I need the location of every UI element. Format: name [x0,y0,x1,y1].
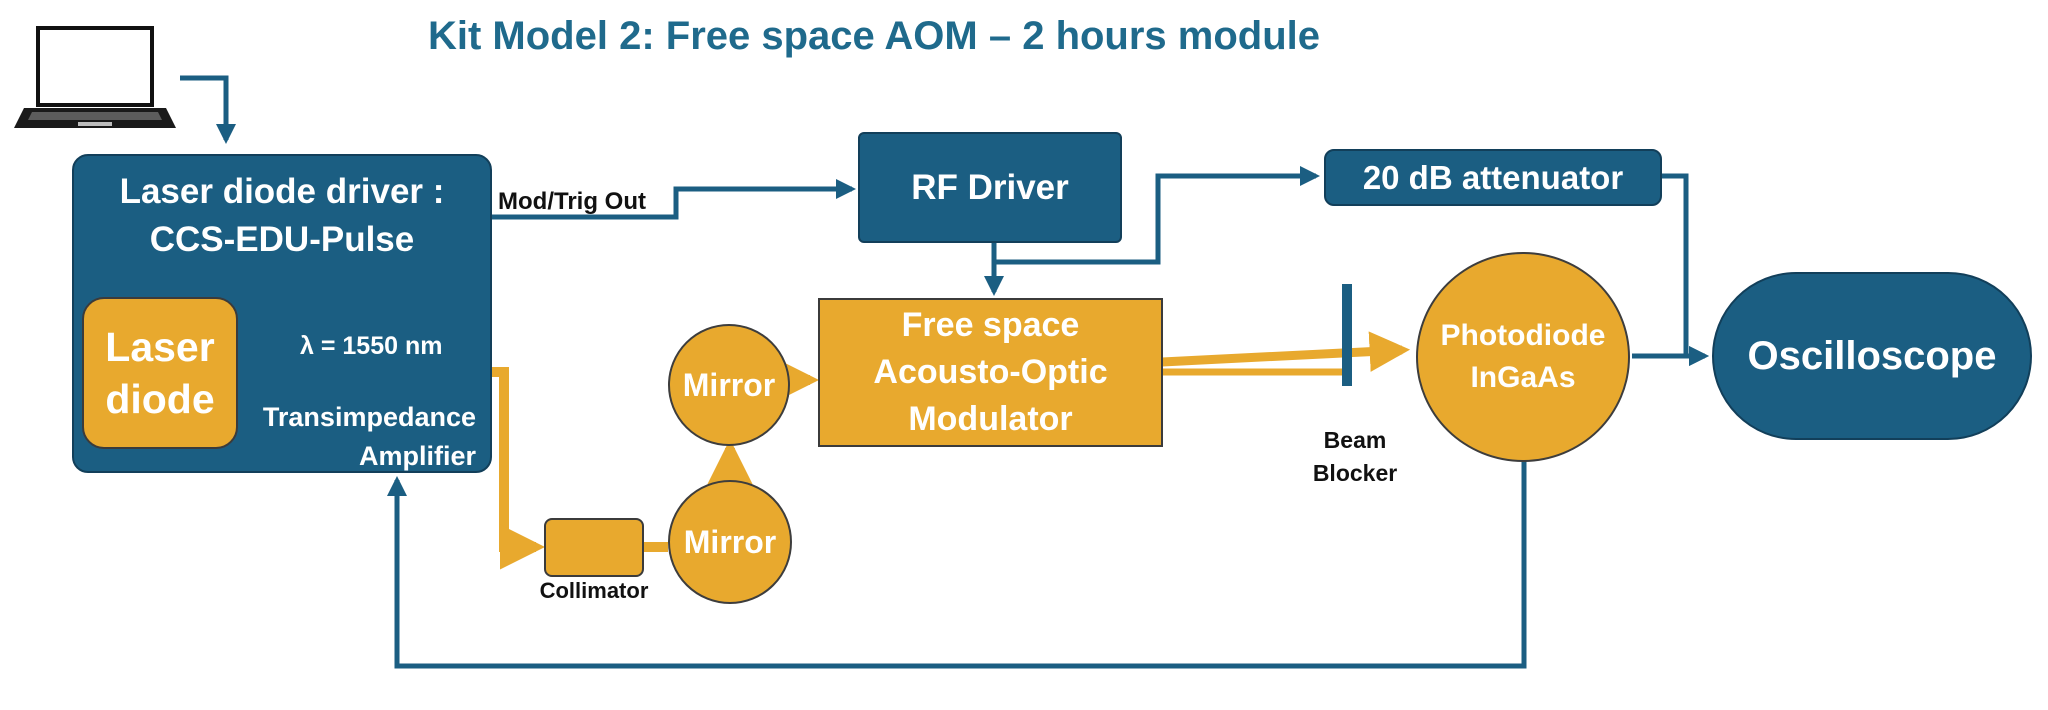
beam-blocker-label: Beam Blocker [1312,427,1398,486]
attenuator-box[interactable]: 20 dB attenuator [1324,149,1662,206]
rf-driver-box[interactable]: RF Driver [858,132,1122,243]
mod-trig-wire [491,179,856,220]
collimator-label: Collimator [539,578,649,603]
aom-box[interactable]: Free space Acousto-Optic Modulator [818,298,1163,447]
photodiode[interactable]: Photodiode InGaAs [1416,252,1630,462]
driver-title: Laser diode driver : CCS-EDU-Pulse [119,172,445,259]
aom-to-photodiode-beam [1161,331,1411,372]
amplifier-label: Transimpedance Amplifier [262,402,476,471]
photodiode-feedback-wire [387,460,1527,669]
rf-to-attenuator-wire [994,166,1320,265]
laptop-icon[interactable] [14,26,176,128]
laser-diode-box[interactable]: Laser diode [82,297,238,449]
wavelength-label: λ = 1550 nm [300,332,443,360]
mirror-upper[interactable]: Mirror [668,324,790,446]
collimator-box[interactable] [544,518,644,577]
mirror-lower[interactable]: Mirror [668,480,792,604]
laptop-to-driver-wire [180,75,236,144]
mod-trig-label: Mod/Trig Out [498,188,646,215]
beam-blocker-bar [1342,284,1352,386]
oscilloscope[interactable]: Oscilloscope [1712,272,2032,440]
page-title: Kit Model 2: Free space AOM – 2 hours mo… [427,14,1321,58]
attenuator-to-scope-wire [1661,173,1709,366]
